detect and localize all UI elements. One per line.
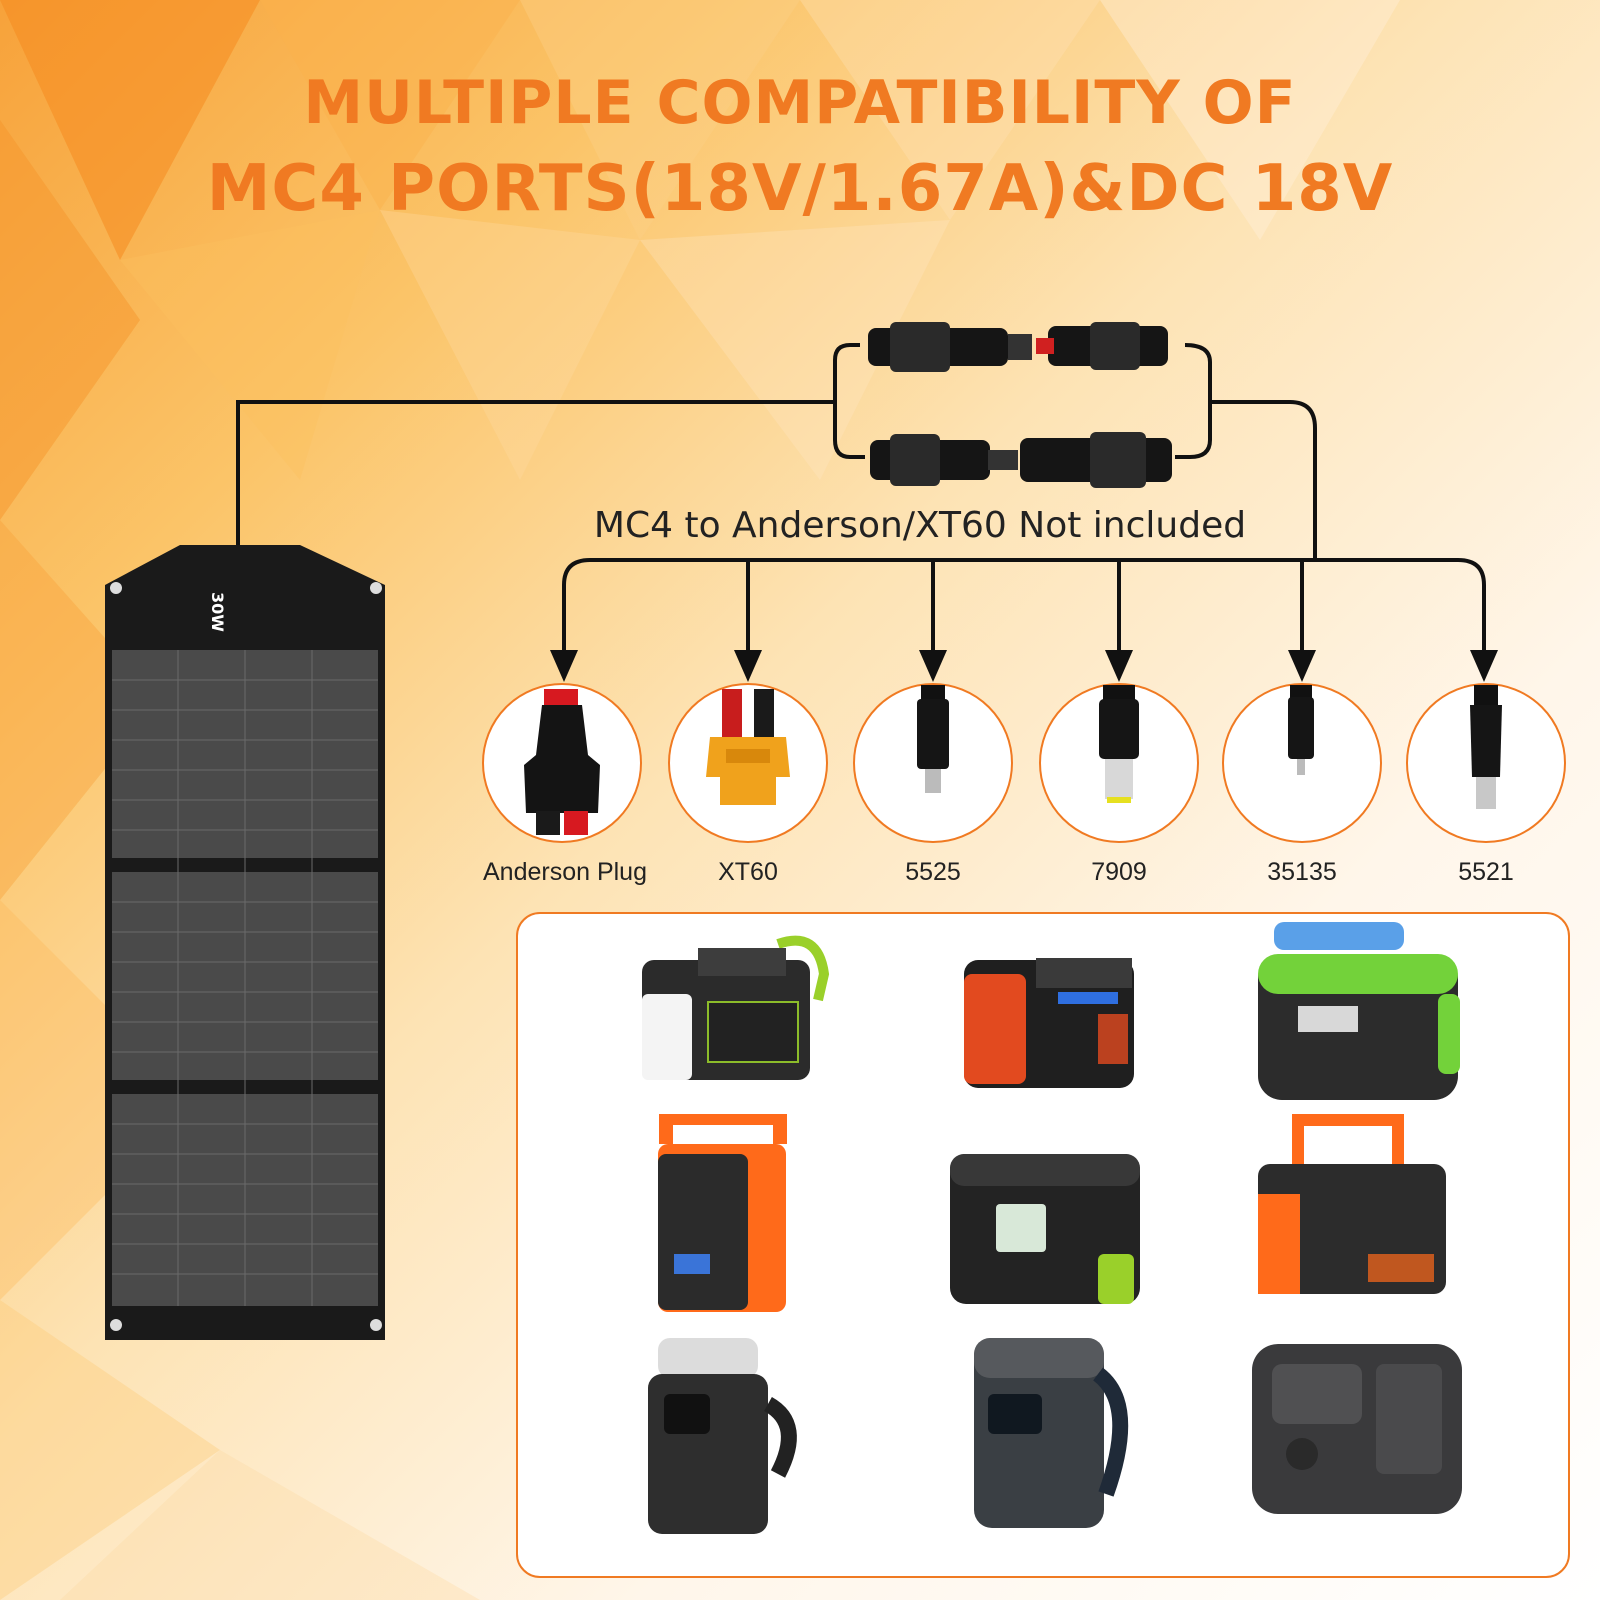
- mc4-connector-icon: [870, 434, 1018, 486]
- connector-label-5525: 5525: [905, 858, 961, 886]
- dc-5525-plug-icon: [917, 685, 949, 793]
- connector-label-35135: 35135: [1267, 858, 1337, 886]
- mc4-left-bracket: [833, 343, 865, 459]
- power-station-icon: [1252, 1344, 1462, 1514]
- compatible-devices-panel: [516, 912, 1570, 1578]
- connector-label-5521: 5521: [1458, 858, 1514, 886]
- power-station-1: [628, 914, 868, 1114]
- svg-text:30W: 30W: [208, 592, 227, 632]
- connector-label-anderson: Anderson Plug: [482, 858, 647, 886]
- mc4-connector-icon: [1020, 432, 1172, 488]
- distribution-cable: [562, 558, 1486, 652]
- power-station-icon: [1258, 922, 1460, 1100]
- power-station-6: [1238, 1114, 1478, 1314]
- mc4-right-bracket: [1175, 343, 1212, 459]
- power-station-7: [628, 1334, 868, 1534]
- panel-cable: [236, 400, 835, 545]
- connector-label-7909: 7909: [1091, 858, 1147, 886]
- power-station-9: [1238, 1324, 1478, 1524]
- power-station-icon: [974, 1338, 1129, 1528]
- dc-5521-circle: [1406, 683, 1566, 843]
- power-station-icon: [642, 935, 830, 1080]
- headline-line-2: MC4 PORTS(18V/1.67A)&DC 18V: [206, 152, 1394, 226]
- mc4-connector-icon: [1036, 322, 1168, 370]
- anderson-plug-circle: [482, 683, 642, 843]
- dc-35135-plug-icon: [1288, 685, 1314, 775]
- connector-label-xt60: XT60: [718, 858, 778, 886]
- power-station-icon: [1258, 1114, 1446, 1294]
- dc-35135-circle: [1222, 683, 1382, 843]
- anderson-plug-icon: [524, 689, 600, 835]
- power-station-8: [938, 1334, 1178, 1534]
- mc4-connector-icon: [868, 322, 1032, 372]
- power-station-icon: [950, 1154, 1140, 1304]
- xt60-circle: [668, 683, 828, 843]
- not-included-note: MC4 to Anderson/XT60 Not included: [593, 505, 1247, 546]
- power-station-icon: [658, 1111, 787, 1312]
- dc-7909-circle: [1039, 683, 1199, 843]
- power-station-5: [938, 1124, 1178, 1324]
- xt60-connector-icon: [706, 689, 790, 805]
- solar-panel-icon: 30W: [105, 545, 385, 1340]
- arrow-heads: [550, 650, 1498, 682]
- power-station-2: [938, 914, 1178, 1114]
- power-station-4: [628, 1111, 868, 1314]
- power-station-3: [1238, 914, 1478, 1114]
- dc-5525-circle: [853, 683, 1013, 843]
- power-station-icon: [964, 958, 1134, 1088]
- power-station-icon: [648, 1338, 797, 1534]
- dc-7909-plug-icon: [1099, 685, 1139, 803]
- headline-line-1: MULTIPLE COMPATIBILITY OF: [303, 68, 1297, 138]
- output-cable: [1210, 400, 1317, 560]
- dc-5521-plug-icon: [1470, 685, 1502, 809]
